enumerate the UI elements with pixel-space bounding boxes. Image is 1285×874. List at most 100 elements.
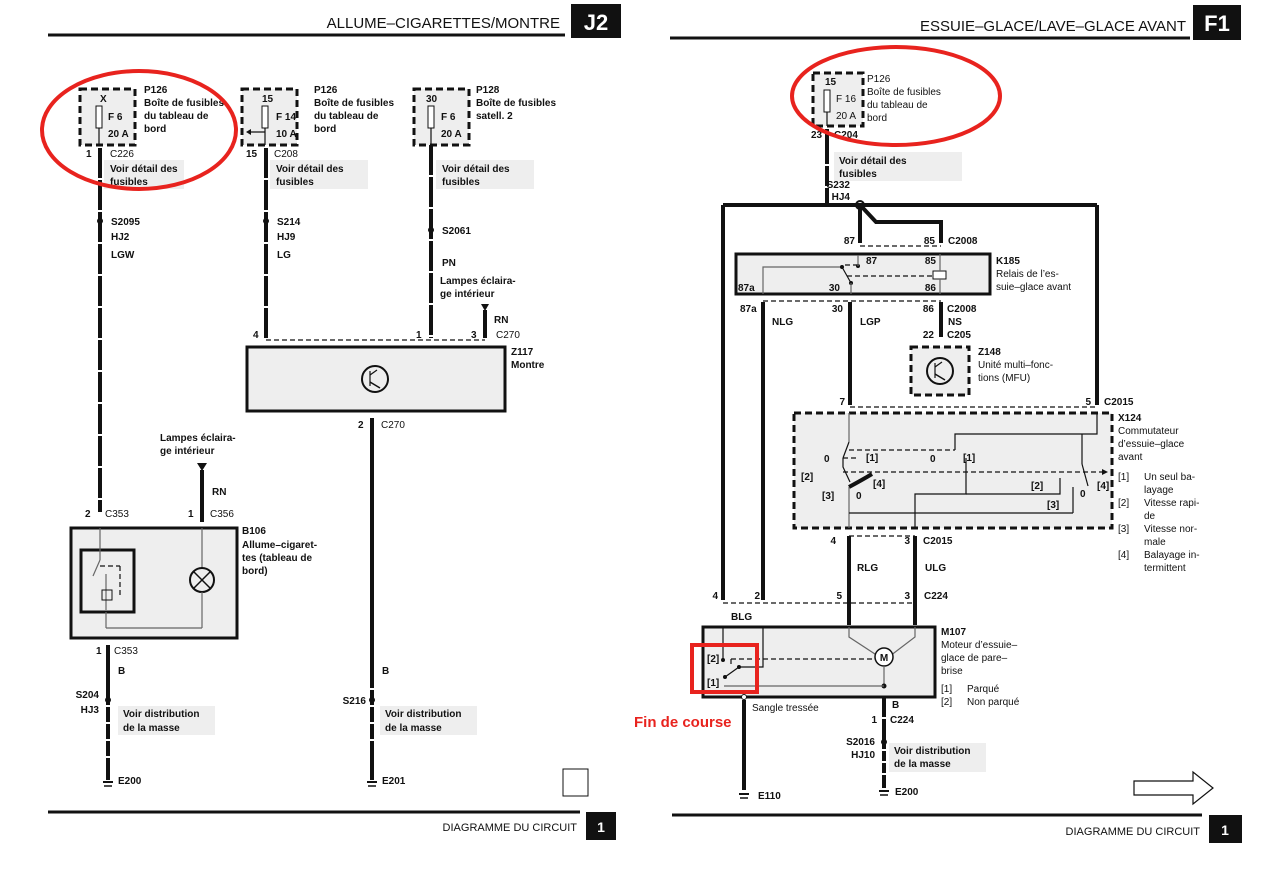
- section-badge-right-bg: [1193, 5, 1241, 40]
- pin-label: 1: [96, 646, 102, 657]
- next-page-arrow-icon[interactable]: [1133, 770, 1214, 806]
- switch-position: [2]: [1031, 481, 1043, 492]
- pin-label: 87a: [738, 283, 755, 294]
- component-ref: X124: [1118, 413, 1142, 424]
- wire-color-label: LGW: [111, 250, 135, 261]
- heater-icon: [101, 589, 113, 601]
- page-number-bg: [586, 812, 616, 840]
- fuse-box-p126-f16[interactable]: 15 F 16 20 A: [811, 71, 865, 128]
- pin-label: 3: [904, 536, 910, 547]
- note-text: Voir détail des: [276, 164, 344, 175]
- fuse-box-p128-f6[interactable]: 30 F 6 20 A: [412, 87, 471, 147]
- svg-text:Non parqué: Non parqué: [967, 697, 1020, 708]
- switch-position: [4]: [873, 479, 885, 490]
- harness-label: HJ4: [832, 192, 851, 203]
- svg-text:Parqué: Parqué: [967, 684, 1000, 695]
- switch-position: 0: [824, 454, 830, 465]
- connector-label: C353: [114, 646, 138, 657]
- note-text: de la masse: [123, 723, 180, 734]
- clock-box[interactable]: [245, 345, 507, 413]
- wire-color-label: NLG: [772, 317, 793, 328]
- fuse-ref: P126: [867, 74, 891, 85]
- component-name: Commutateur: [1118, 426, 1179, 437]
- note-text: de la masse: [385, 723, 442, 734]
- component-name: d’essuie–glace: [1118, 439, 1185, 450]
- page-number: 1: [1221, 822, 1229, 838]
- annotation-ellipse: [40, 69, 238, 191]
- page-number: 1: [597, 819, 605, 835]
- splice-label: S2016: [846, 737, 875, 748]
- fuse-ref: P128: [476, 85, 500, 96]
- wiper-switch-box[interactable]: [792, 411, 1114, 530]
- pin-label: 2: [85, 509, 91, 520]
- fuse-icon: [823, 89, 831, 113]
- footer-label: DIAGRAMME DU CIRCUIT: [1066, 826, 1201, 838]
- note-text: fusibles: [442, 177, 480, 188]
- component-name: Allume–cigaret-: [242, 540, 317, 551]
- left-page: ALLUME–CIGARETTES/MONTRE J2 X F 6 20 A P…: [40, 4, 621, 840]
- switch-position: [2]: [707, 654, 719, 665]
- component-name: suie–glace avant: [996, 282, 1071, 293]
- connector-label: C270: [496, 330, 520, 341]
- mfu-box[interactable]: [909, 345, 971, 397]
- pin-label: 3: [471, 330, 477, 341]
- wire-color-label: B: [118, 666, 125, 677]
- fuse-box-p126-f14[interactable]: 15 F 14 10 A: [240, 87, 299, 147]
- motor-icon: M: [874, 647, 894, 667]
- lamp-ref: Lampes éclaira-: [160, 433, 236, 444]
- svg-text:layage: layage: [1144, 485, 1174, 496]
- component-name: glace de pare–: [941, 653, 1008, 664]
- wiper-motor-box[interactable]: [701, 625, 937, 699]
- connector-label: C224: [924, 591, 948, 602]
- wire-85[interactable]: [860, 205, 943, 243]
- pin-label: 4: [253, 330, 259, 341]
- connector-label: C224: [890, 715, 914, 726]
- intermittent-contact: [848, 472, 874, 489]
- fuse-desc: Boîte de fusibles: [314, 98, 394, 109]
- wire-color-label: RN: [212, 487, 226, 498]
- section-badge-right: F1: [1204, 11, 1230, 36]
- harness-label: HJ10: [851, 750, 875, 761]
- switch-position: [3]: [822, 491, 834, 502]
- right-page: ESSUIE–GLACE/LAVE–GLACE AVANT F1 15 F 16…: [634, 5, 1242, 843]
- pin-label: 30: [832, 304, 844, 315]
- fuse-desc: Boîte de fusibles: [867, 87, 941, 98]
- annotation-label: Fin de course: [634, 714, 732, 731]
- section-badge-left: J2: [584, 10, 608, 35]
- fuse-desc: bord: [314, 124, 336, 135]
- note-box: [118, 706, 215, 735]
- component-name: Moteur d’essuie–: [941, 640, 1018, 651]
- fuse-desc: Boîte de fusibles: [476, 98, 556, 109]
- switch-position: 0: [856, 491, 862, 502]
- page-number-bg: [1209, 815, 1242, 843]
- pin-label: 1: [416, 330, 422, 341]
- svg-text:male: male: [1144, 537, 1166, 548]
- pin-label: 5: [1085, 397, 1091, 408]
- ground-label: E201: [382, 776, 406, 787]
- component-ref: K185: [996, 256, 1020, 267]
- pin-label: 2: [358, 420, 364, 431]
- pin-label: 4: [830, 536, 836, 547]
- section-badge-left-bg: [571, 4, 621, 38]
- fuse-box-p126-f6[interactable]: X F 6 20 A: [78, 87, 137, 147]
- relay-box[interactable]: [734, 252, 992, 296]
- cigarette-lighter-box[interactable]: [69, 526, 239, 640]
- fuse-desc: du tableau de: [314, 111, 379, 122]
- svg-text:Vitesse rapi-: Vitesse rapi-: [1144, 498, 1199, 509]
- fuse-id: F 14: [276, 112, 296, 123]
- fuse-ref: P126: [144, 85, 168, 96]
- fuse-id: F 16: [836, 94, 856, 105]
- fuse-icon: [427, 105, 435, 129]
- fuse-pin-top: X: [100, 94, 107, 105]
- component-name: tions (MFU): [978, 373, 1030, 384]
- arrow-down-icon: [481, 304, 489, 311]
- footer-label: DIAGRAMME DU CIRCUIT: [443, 822, 578, 834]
- switch-position: [4]: [1097, 481, 1109, 492]
- switch-position: 0: [1080, 489, 1086, 500]
- wire-color-label: NS: [948, 317, 962, 328]
- note-text: Voir détail des: [442, 164, 510, 175]
- pin-label: 87: [844, 236, 856, 247]
- pin-label: 2: [754, 591, 760, 602]
- fuse-desc: bord: [867, 113, 887, 124]
